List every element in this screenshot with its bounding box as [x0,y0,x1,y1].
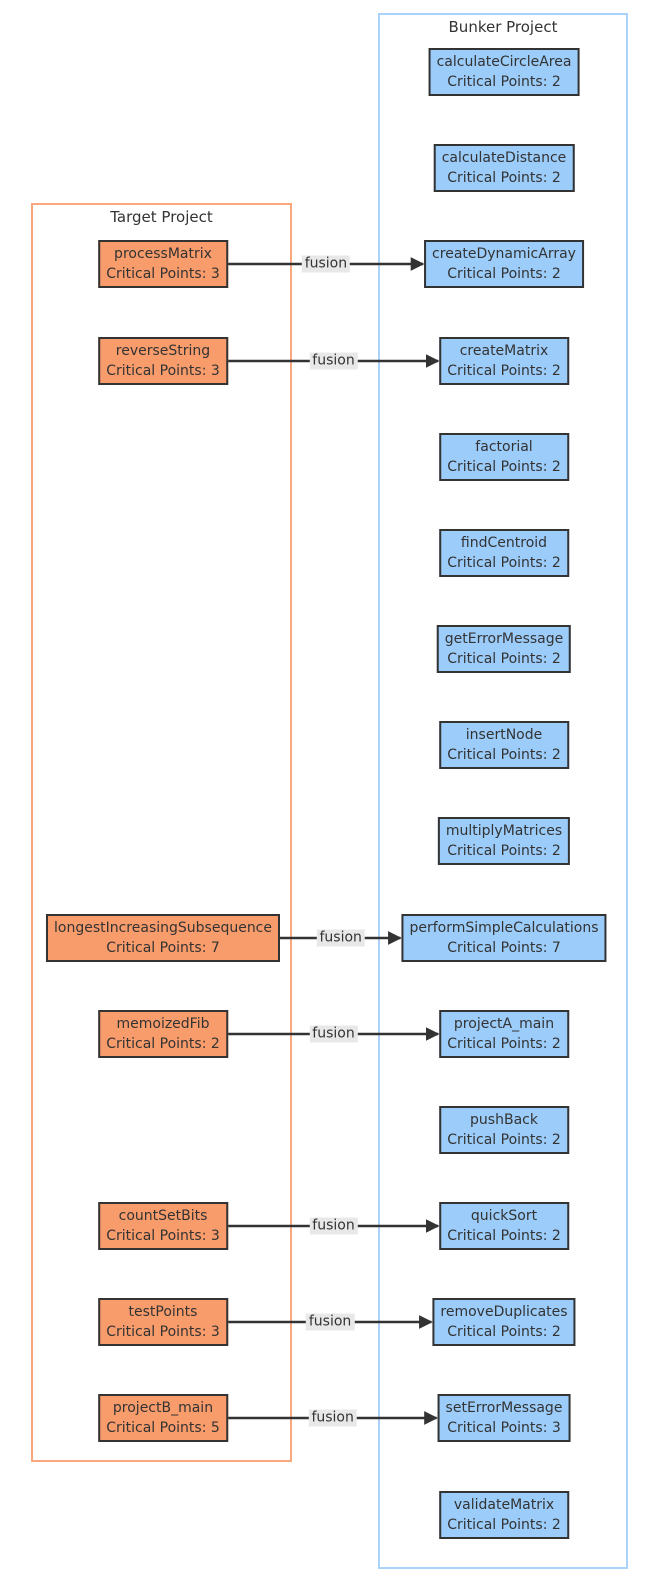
node-critical-points: Critical Points: 2 [447,1517,561,1533]
node-critical-points: Critical Points: 2 [447,1132,561,1148]
node-critical-points: Critical Points: 2 [447,266,561,282]
node-critical-points: Critical Points: 3 [106,1324,220,1340]
node-function-name: removeDuplicates [440,1304,568,1320]
node-function-name: setErrorMessage [445,1400,563,1416]
node-critical-points: Critical Points: 2 [447,747,561,763]
container-title-target: Target Project [110,208,213,226]
node-function-name: quickSort [470,1208,538,1224]
node-critical-points: Critical Points: 2 [447,459,561,475]
node-critical-points: Critical Points: 2 [447,170,561,186]
node-function-name: projectB_main [112,1400,214,1416]
node-function-name: createMatrix [459,343,549,359]
container-bunker-project: Bunker Project [378,13,628,1569]
node-function-name: longestIncreasingSubsequence [53,920,273,936]
node-function-name: findCentroid [460,535,548,551]
fusion-edge-label: fusion [309,1025,358,1043]
node-function-name: memoizedFib [116,1016,210,1032]
node-function-name: countSetBits [118,1208,208,1224]
node-function-name: factorial [475,439,533,455]
node-critical-points: Critical Points: 3 [106,363,220,379]
node-critical-points: Critical Points: 2 [447,1228,561,1244]
node-critical-points: Critical Points: 2 [447,1036,561,1052]
node-critical-points: Critical Points: 2 [106,1036,220,1052]
node-function-name: pushBack [470,1112,538,1128]
node-critical-points: Critical Points: 2 [447,1324,561,1340]
node-critical-points: Critical Points: 2 [447,843,561,859]
node-function-name: reverseString [115,343,211,359]
node-critical-points: Critical Points: 3 [106,1228,220,1244]
fusion-edge-label: fusion [309,1217,358,1235]
node-critical-points: Critical Points: 3 [447,1420,561,1436]
node-function-name: insertNode [465,727,543,743]
node-critical-points: Critical Points: 2 [447,651,561,667]
node-critical-points: Critical Points: 5 [106,1420,220,1436]
node-function-name: validateMatrix [453,1497,555,1513]
node-critical-points: Critical Points: 7 [447,940,561,956]
fusion-edge-label: fusion [301,255,351,273]
node-function-name: processMatrix [114,246,212,262]
node-critical-points: Critical Points: 7 [106,940,220,956]
node-function-name: performSimpleCalculations [409,920,599,936]
node-critical-points: Critical Points: 2 [447,363,561,379]
container-target-project: Target Project [31,203,292,1462]
node-function-name: createDynamicArray [432,246,576,262]
node-function-name: projectA_main [453,1016,555,1032]
node-critical-points: Critical Points: 3 [106,266,220,282]
node-function-name: getErrorMessage [444,631,564,647]
fusion-edge-label: fusion [316,929,365,947]
container-title-bunker: Bunker Project [448,18,558,36]
fusion-edge-label: fusion [305,1313,355,1331]
fusion-edge-label: fusion [308,1409,357,1427]
node-function-name: multiplyMatrices [445,823,563,839]
node-function-name: calculateCircleArea [436,54,572,70]
node-critical-points: Critical Points: 2 [447,555,561,571]
node-critical-points: Critical Points: 2 [447,74,561,90]
fusion-edge-label: fusion [309,352,358,370]
node-function-name: calculateDistance [441,150,567,166]
node-function-name: testPoints [128,1304,198,1320]
